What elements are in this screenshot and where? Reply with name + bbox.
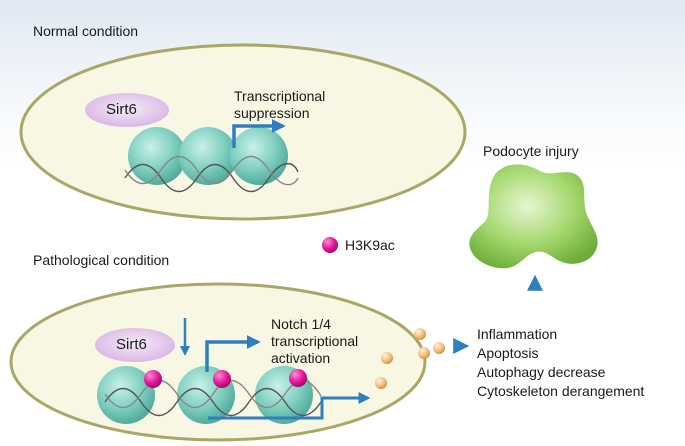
normal-sirt6-blob xyxy=(85,93,169,127)
pathological-dna xyxy=(104,379,322,417)
normal-effect-label: Transcriptional suppression xyxy=(234,88,326,121)
outcome-item: Cytoskeleton derangement xyxy=(477,383,645,399)
legend-label: H3K9ac xyxy=(345,237,395,253)
outflow-arrow xyxy=(208,392,371,420)
pathological-condition-title: Pathological condition xyxy=(33,252,170,268)
pathological-nucleosomes xyxy=(97,366,313,424)
notch-activation-arrow xyxy=(205,335,261,372)
normal-nucleosomes xyxy=(128,127,288,185)
pathological-sirt6-blob xyxy=(95,328,175,362)
legend-marker xyxy=(322,237,338,253)
outcome-item: Autophagy decrease xyxy=(477,364,606,380)
podocyte-shape xyxy=(469,164,598,269)
normal-transcription-arrow xyxy=(232,119,286,148)
normal-dna xyxy=(124,155,299,193)
normal-condition-title: Normal condition xyxy=(33,23,139,39)
pathological-sirt6-label: Sirt6 xyxy=(116,336,147,353)
outcome-item: Inflammation xyxy=(477,326,558,342)
pathological-effect-label: Notch 1/4 transcriptional activation xyxy=(271,316,359,366)
acetylation-marks xyxy=(144,369,307,388)
outcome-item: Apoptosis xyxy=(477,345,539,361)
normal-sirt6-label: Sirt6 xyxy=(106,101,137,118)
podocyte-injury-label: Podocyte injury xyxy=(483,143,579,159)
